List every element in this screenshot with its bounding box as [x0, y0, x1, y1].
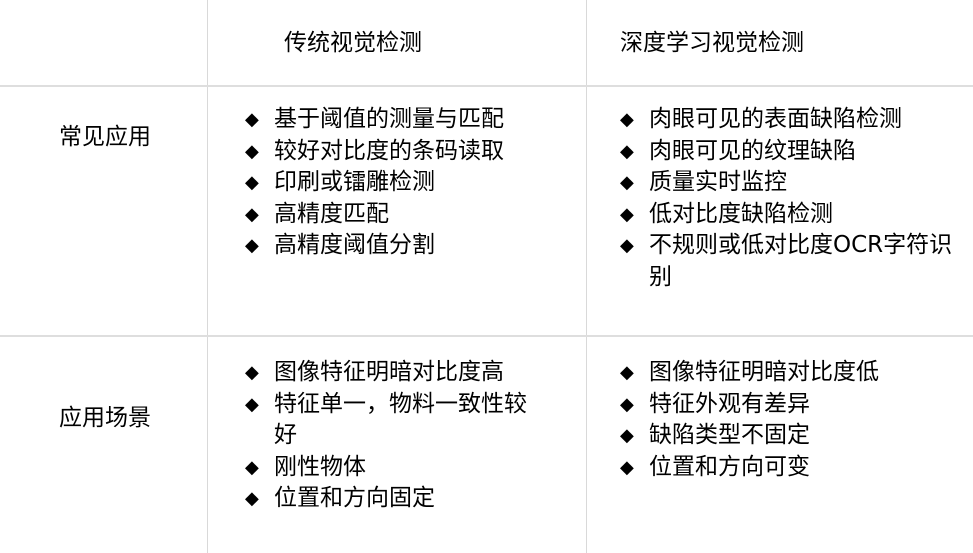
diamond-bullet-icon: ◆	[620, 425, 634, 446]
diamond-bullet-icon: ◆	[620, 172, 634, 193]
list-item: ◆基于阈值的测量与匹配	[245, 104, 565, 136]
diamond-bullet-icon: ◆	[620, 362, 634, 383]
row-header-application-scenarios: 应用场景	[59, 405, 151, 431]
cell-common-traditional: ◆基于阈值的测量与匹配 ◆较好对比度的条码读取 ◆印刷或镭雕检测 ◆高精度匹配 …	[245, 104, 565, 262]
diamond-bullet-icon: ◆	[620, 456, 634, 478]
list-item: ◆刚性物体	[245, 452, 545, 484]
diamond-bullet-icon: ◆	[245, 488, 259, 509]
row-header-common-applications: 常见应用	[59, 124, 151, 150]
list-item: ◆不规则或低对比度OCR字符识别	[620, 232, 953, 290]
list-item: ◆高精度匹配	[245, 199, 565, 231]
list-item: ◆高精度阈值分割	[245, 230, 565, 262]
cell-scenarios-traditional: ◆图像特征明暗对比度高 ◆特征单一，物料一致性较好 ◆刚性物体 ◆位置和方向固定	[245, 357, 545, 515]
list-item: ◆质量实时监控	[620, 167, 965, 199]
diamond-bullet-icon: ◆	[620, 393, 634, 415]
list-item: ◆图像特征明暗对比度高	[245, 357, 545, 389]
list-item: ◆位置和方向可变	[620, 452, 965, 484]
diamond-bullet-icon: ◆	[245, 235, 259, 256]
diamond-bullet-icon: ◆	[245, 140, 259, 162]
cell-scenarios-deep-learning: ◆图像特征明暗对比度低 ◆特征外观有差异 ◆缺陷类型不固定 ◆位置和方向可变	[620, 357, 965, 483]
diamond-bullet-icon: ◆	[245, 172, 259, 193]
grid-line-horizontal	[0, 335, 973, 337]
diamond-bullet-icon: ◆	[245, 362, 259, 383]
list-item: ◆特征外观有差异	[620, 389, 965, 421]
column-header-deep-learning: 深度学习视觉检测	[620, 30, 804, 56]
diamond-bullet-icon: ◆	[245, 203, 259, 225]
list-item: ◆肉眼可见的表面缺陷检测	[620, 104, 965, 136]
grid-line-horizontal	[0, 85, 973, 87]
list-item: ◆特征单一，物料一致性较好	[245, 390, 527, 449]
grid-line-vertical	[586, 0, 587, 553]
diamond-bullet-icon: ◆	[620, 203, 634, 225]
list-item: ◆缺陷类型不固定	[620, 420, 965, 452]
list-item: ◆肉眼可见的纹理缺陷	[620, 136, 965, 168]
list-item: ◆低对比度缺陷检测	[620, 199, 965, 231]
diamond-bullet-icon: ◆	[245, 456, 259, 478]
column-header-traditional: 传统视觉检测	[284, 30, 422, 56]
list-item: ◆图像特征明暗对比度低	[620, 357, 965, 389]
diamond-bullet-icon: ◆	[245, 109, 259, 130]
cell-common-deep-learning: ◆肉眼可见的表面缺陷检测 ◆肉眼可见的纹理缺陷 ◆质量实时监控 ◆低对比度缺陷检…	[620, 104, 965, 293]
diamond-bullet-icon: ◆	[620, 140, 634, 162]
diamond-bullet-icon: ◆	[620, 235, 634, 256]
diamond-bullet-icon: ◆	[245, 393, 259, 415]
grid-line-vertical	[207, 0, 208, 553]
list-item: ◆印刷或镭雕检测	[245, 167, 565, 199]
list-item: ◆较好对比度的条码读取	[245, 136, 565, 168]
diamond-bullet-icon: ◆	[620, 109, 634, 130]
list-item: ◆位置和方向固定	[245, 483, 545, 515]
